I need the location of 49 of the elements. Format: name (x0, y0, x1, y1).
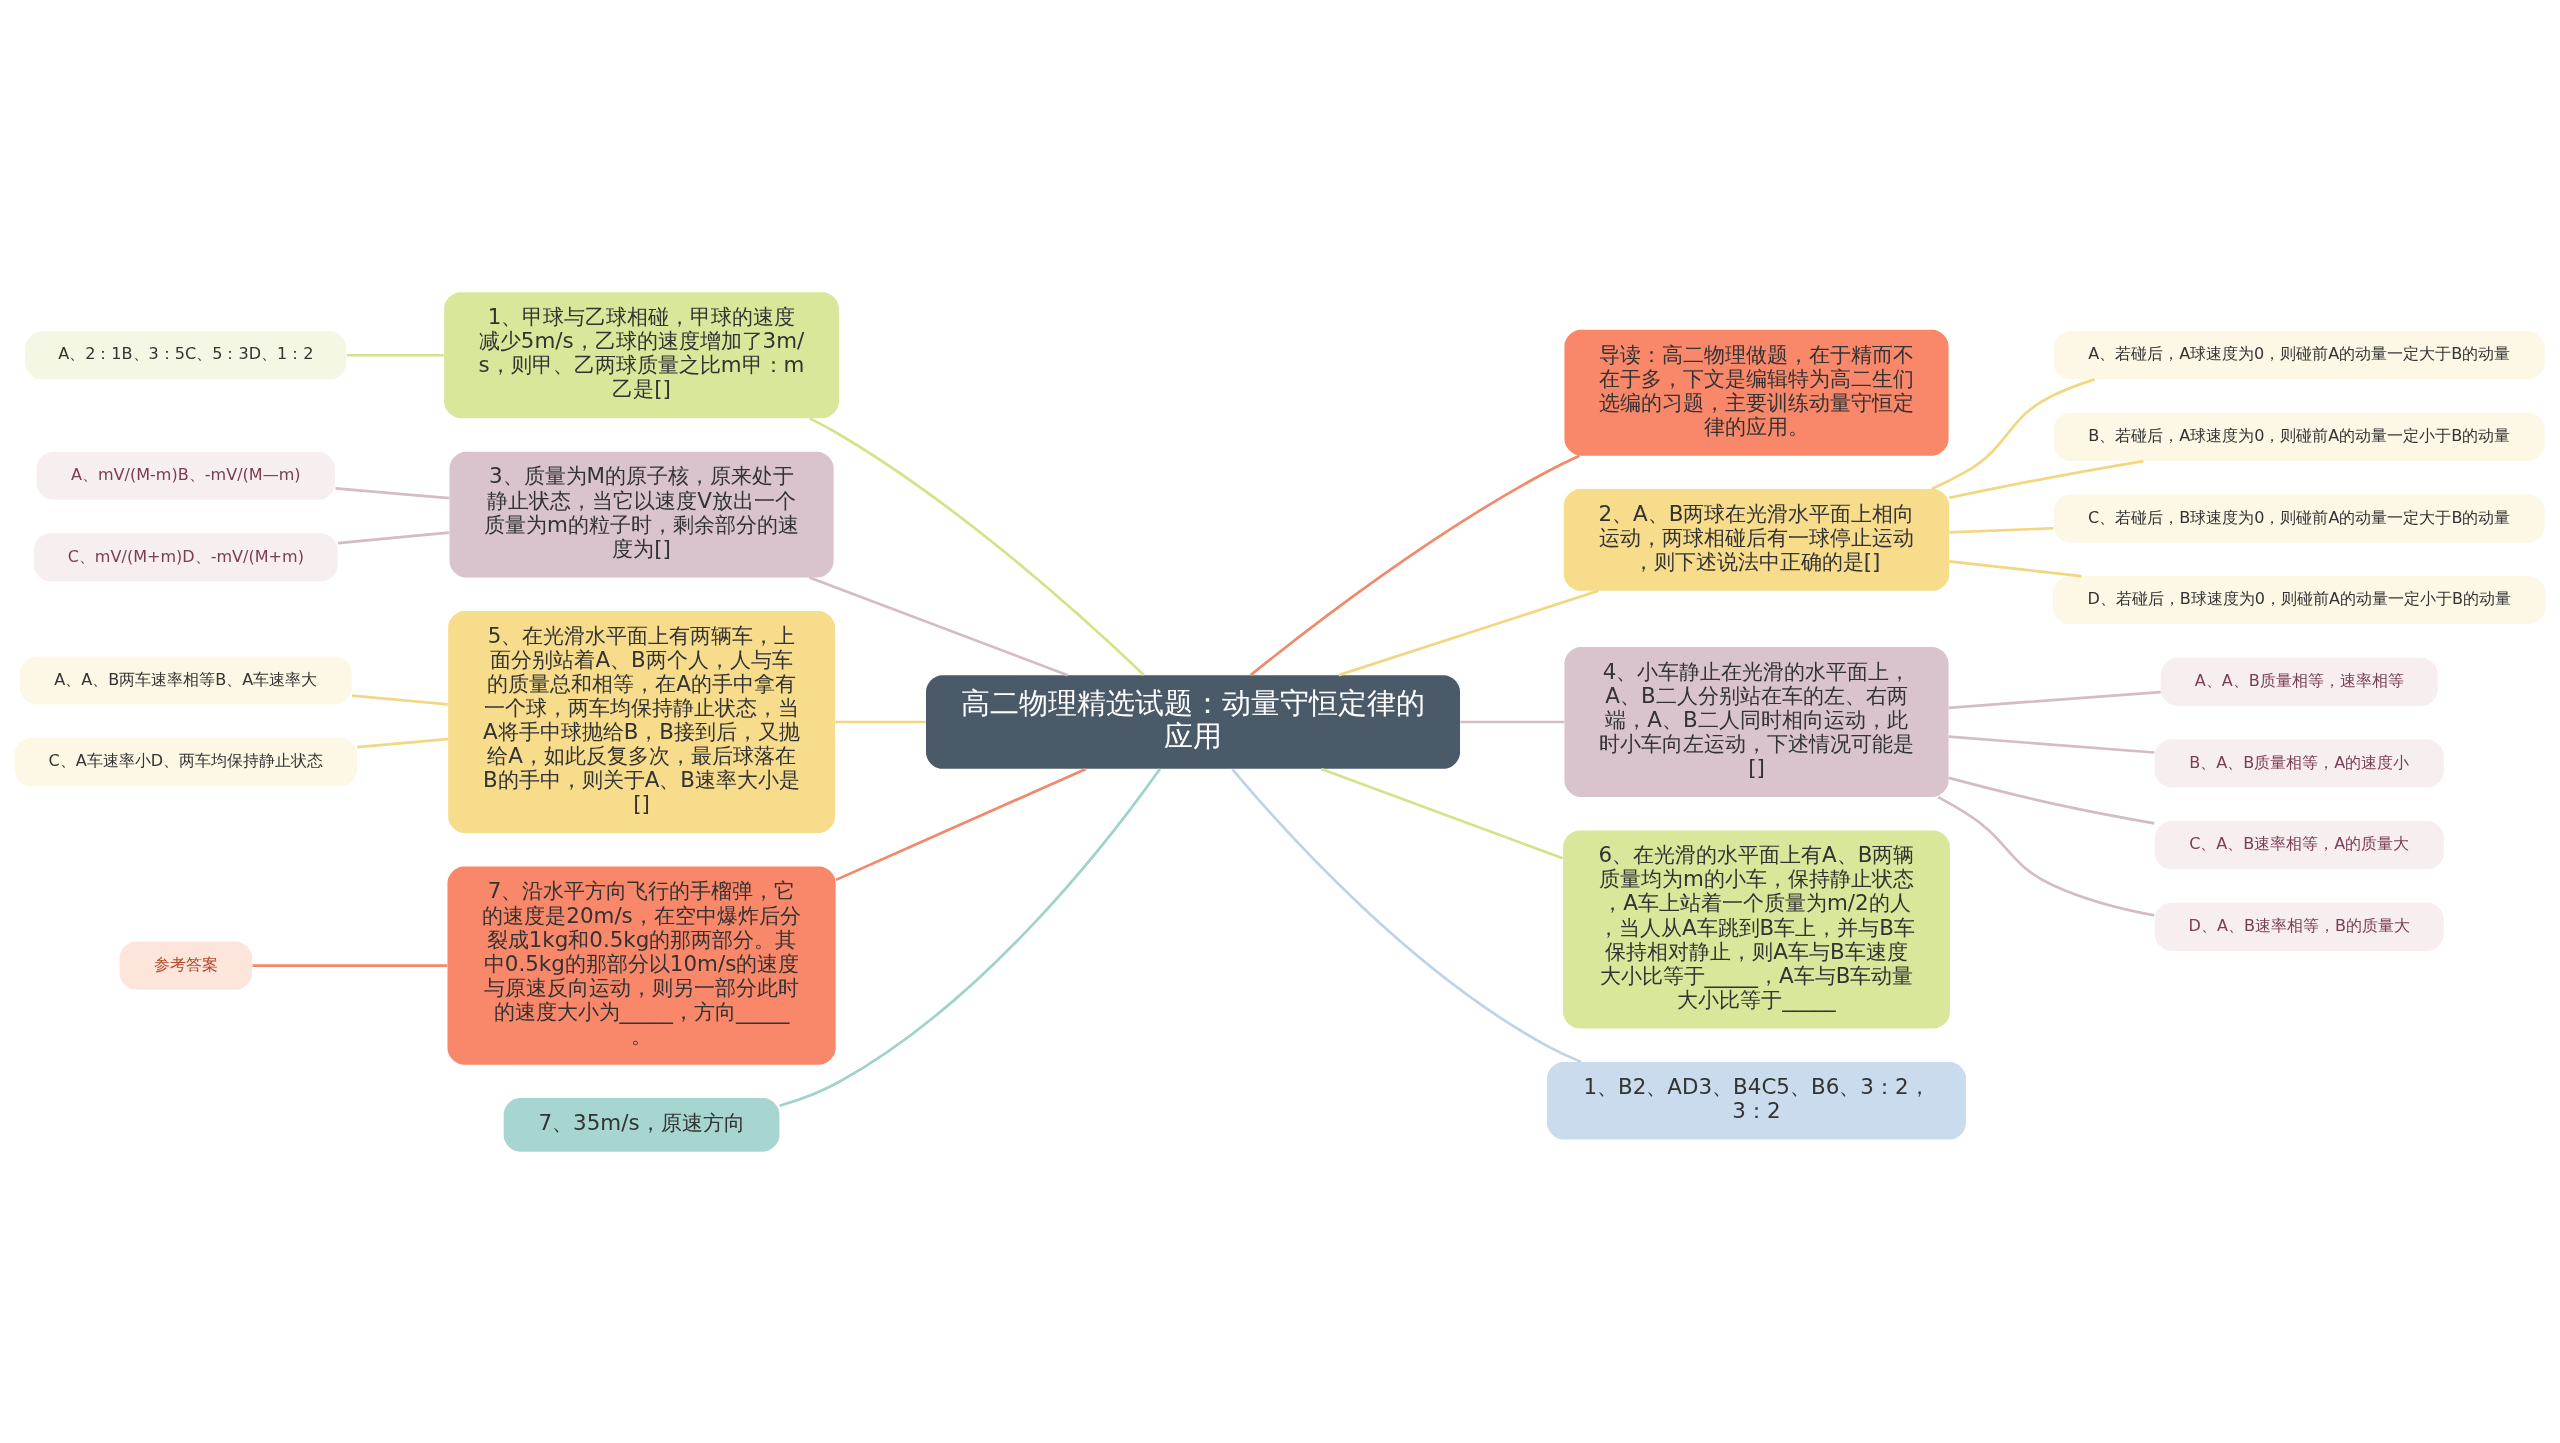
connector (335, 486, 450, 500)
node-box: 参考答案 (119, 941, 253, 990)
connector (779, 767, 1161, 1107)
node-box: C、若碰后，B球速度为0，则碰前A的动量一定大于B的动量 (2053, 493, 2545, 543)
node-box: A、A、B两车速率相等B、A车速率大 (19, 655, 352, 705)
connector (1949, 559, 2082, 577)
node-box: 2、A、B两球在光滑水平面上相向运动，两球相碰后有一球停止运动，则下述说法中正确的是[] (1563, 488, 1950, 591)
node-box: D、若碰后，B球速度为0，则碰前A的动量一定小于B的动量 (2052, 575, 2546, 624)
node-box: 7、35m/s，原速方向 (503, 1097, 780, 1152)
node-box: A、A、B质量相等，速率相等 (2160, 657, 2438, 706)
node-box: 3、质量为M的原子核，原来处于静止状态，当它以速度V放出一个质量为m的粒子时，剩余部分的速度为[] (449, 451, 834, 577)
connector (1948, 734, 2155, 754)
node-box: A、2：1B、3：5C、5：3D、1：2 (25, 330, 347, 379)
node-box: D、A、B速率相等，B的质量大 (2154, 902, 2444, 951)
connector (808, 575, 1069, 676)
connector (1949, 459, 2144, 499)
connector (346, 353, 444, 357)
node-box: 7、沿水平方向飞行的手榴弹，它的速度是20m/s，在空中爆炸后分裂成1kg和0.5kg的那两部分。其中0.5kg的那部分以10m/s的速度与原速反向运动，则另一部分此时的速度大小为_____，方向_____。 (447, 866, 836, 1065)
connector (337, 530, 450, 544)
node-box: A、mV/(M-m)B、-mV/(M—m) (36, 451, 336, 500)
node-box: C、A、B速率相等，A的质量大 (2154, 820, 2444, 869)
node-box: A、若碰后，A球速度为0，则碰前A的动量一定大于B的动量 (2053, 330, 2545, 379)
node-box: 1、B2、AD3、B4C5、B6、3：2，3：2 (1547, 1061, 1966, 1140)
connector (1949, 526, 2054, 534)
connector (1320, 767, 1564, 859)
node-box: C、mV/(M+m)D、-mV/(M+m) (33, 532, 338, 581)
connector (1948, 690, 2161, 709)
node-box: 6、在光滑的水平面上有A、B两辆质量均为m的小车，保持静止状态，A车上站着一个质量为m/2的人，当人从A车跳到B车上，并与B车保持相对静止，则A车与B车速度大小比等于_____，A车与B车动量大小比等于_____ (1563, 829, 1950, 1028)
connector (835, 720, 926, 723)
connector (1948, 776, 2155, 825)
connector (1338, 589, 1599, 676)
connector (835, 767, 1087, 881)
node-box: 高二物理精选试题：动量守恒定律的应用 (926, 674, 1460, 769)
node-box: 1、甲球与乙球相碰，甲球的速度减少5m/s，乙球的速度增加了3m/s，则甲、乙两球质量之比m甲：m乙是[] (444, 291, 839, 418)
node-box: C、A车速率小D、两车均保持静止状态 (14, 737, 358, 786)
connector (351, 693, 448, 706)
connector (1931, 377, 2096, 490)
node-box: 导读：高二物理做题，在于精而不在于多，下文是编辑特为高二生们选编的习题，主要训练动量守恒定律的应用。 (1564, 329, 1949, 456)
connector (1231, 768, 1582, 1063)
node-box: B、A、B质量相等，A的速度小 (2154, 738, 2444, 788)
connector (1460, 720, 1565, 723)
connector (1249, 454, 1580, 676)
node-box: B、若碰后，A球速度为0，则碰前A的动量一定小于B的动量 (2053, 412, 2545, 461)
connector (1937, 795, 2155, 917)
node-box: 5、在光滑水平面上有两辆车，上面分别站着A、B两个人，人与车的质量总和相等，在A的手中拿有一个球，两车均保持静止状态，当A将手中球抛给B，B接到后，又抛给A，如此反复多次，最后球落在B的手中，则关于A、B速率大小是[] (448, 610, 835, 833)
connector (252, 963, 448, 967)
node-box: 4、小车静止在光滑的水平面上，A、B二人分别站在车的左、右两端，A、B二人同时相向运动，此时小车向左运动，下述情况可能是[] (1564, 646, 1949, 797)
connector (809, 416, 1145, 676)
connector (357, 737, 449, 748)
